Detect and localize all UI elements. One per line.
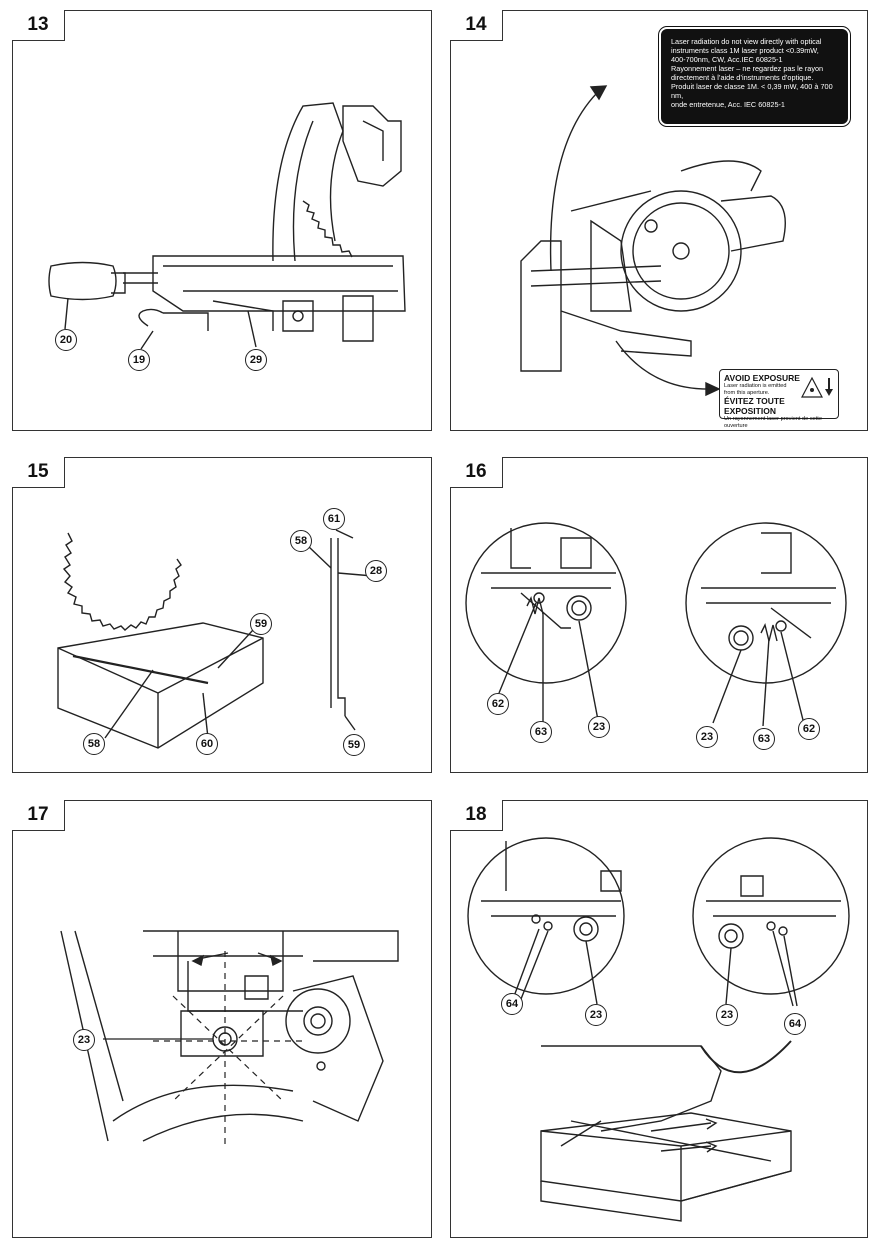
laser-hazard-icon [801, 376, 833, 398]
figure-panel-17: 17 [12, 800, 432, 1238]
bevel-stop-and-cut-illustration [467, 837, 850, 1222]
laser-label-line: instruments class 1M laser product <0.39… [671, 46, 819, 55]
figure-number: 17 [12, 800, 65, 831]
callout-23: 23 [585, 1004, 607, 1026]
exposure-sub-en: Laser radiation is emitted [724, 383, 787, 389]
miter-saw-handle-illustration [48, 102, 406, 350]
callout-64: 64 [784, 1013, 806, 1035]
avoid-exposure-label: AVOID EXPOSURE Laser radiation is emitte… [719, 369, 839, 429]
callout-23: 23 [73, 1029, 95, 1051]
callout-23: 23 [588, 716, 610, 738]
callout-23: 23 [696, 726, 718, 748]
callout-59: 59 [343, 734, 365, 756]
figure-number: 13 [12, 10, 65, 41]
figure-number: 15 [12, 457, 65, 488]
laser-label-line: Laser radiation do not view directly wit… [671, 37, 822, 46]
laser-label-line: onde entretenue, Acc. IEC 60825-1 [671, 100, 785, 109]
callout-29: 29 [245, 349, 267, 371]
blade-and-fence-illustration [57, 529, 374, 749]
callout-62: 62 [798, 718, 820, 740]
callout-58: 58 [83, 733, 105, 755]
callout-20: 20 [55, 329, 77, 351]
callout-63: 63 [530, 721, 552, 743]
figure-number: 16 [450, 457, 503, 488]
figure-panel-15: 15 59 58 60 61 58 28 59 [12, 457, 432, 773]
callout-62: 62 [487, 693, 509, 715]
bevel-adjust-detail-illustration [465, 522, 847, 727]
laser-label-line: directement à l’aide d’instruments d’opt… [671, 73, 814, 82]
callout-59: 59 [250, 613, 272, 635]
callout-64: 64 [501, 993, 523, 1015]
callout-23: 23 [716, 1004, 738, 1026]
laser-label-line: 400-700nm, CW, Acc.IEC 60825-1 [671, 55, 783, 64]
figure-panel-14: 14 Laser radiation do not view [450, 10, 868, 431]
callout-63: 63 [753, 728, 775, 750]
exposure-sub-fr: Un rayonnement laser provient de cette o… [724, 416, 822, 429]
callout-58: 58 [290, 530, 312, 552]
figure-panel-16: 16 [450, 457, 868, 773]
exposure-title-fr: ÉVITEZ TOUTE EXPOSITION [724, 396, 785, 416]
figure-panel-18: 18 [450, 800, 868, 1238]
exposure-sub-en: from this aperture. [724, 389, 770, 396]
callout-60: 60 [196, 733, 218, 755]
laser-label-line: Rayonnement laser – ne regardez pas le r… [671, 64, 824, 73]
callout-28: 28 [365, 560, 387, 582]
laser-saw-illustration [520, 85, 786, 397]
bevel-lock-illustration [60, 930, 399, 1146]
figure-number: 14 [450, 10, 503, 41]
laser-label-line: Produit laser de classe 1M. < 0,39 mW, 4… [671, 82, 833, 100]
exposure-title-en: AVOID EXPOSURE [724, 373, 800, 383]
figure-panel-13: 13 [12, 10, 432, 431]
figure-number: 18 [450, 800, 503, 831]
callout-61: 61 [323, 508, 345, 530]
callout-19: 19 [128, 349, 150, 371]
laser-warning-label: Laser radiation do not view directly wit… [658, 26, 851, 127]
